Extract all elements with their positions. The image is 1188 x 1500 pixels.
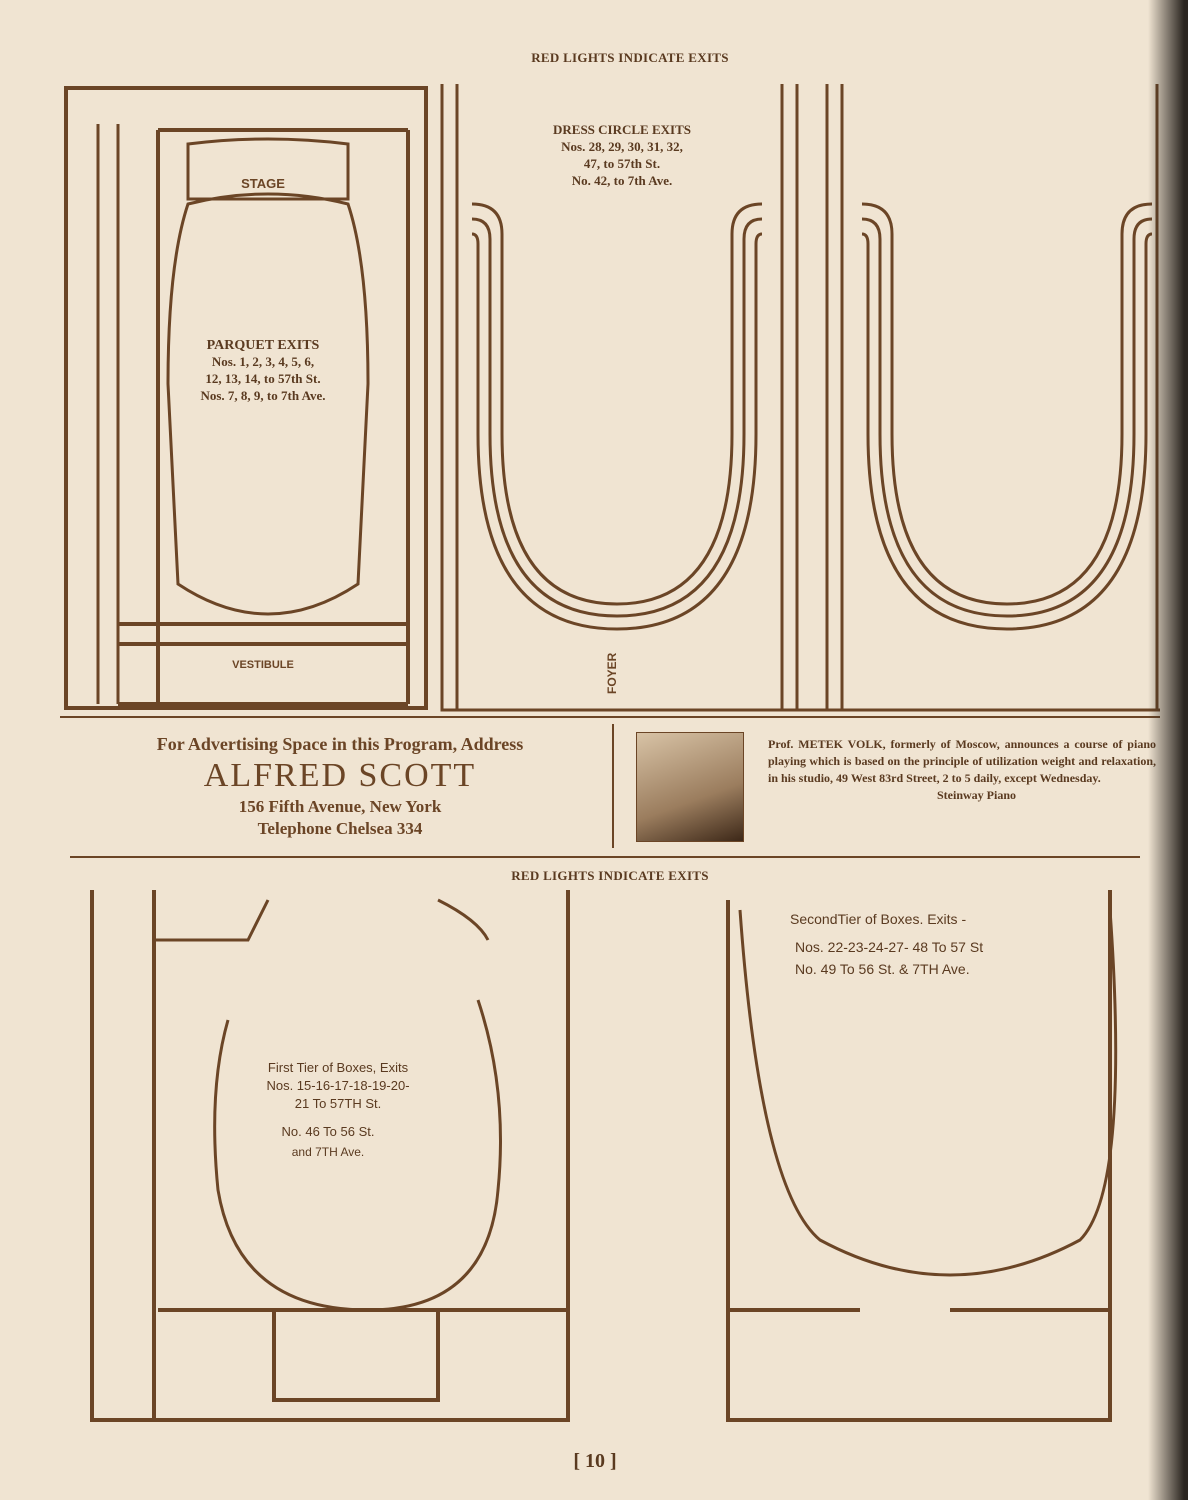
parquet-exits-line1: Nos. 1, 2, 3, 4, 5, 6,: [212, 354, 314, 369]
portrait-photo: [636, 732, 744, 842]
second-tier-plan: SecondTier of Boxes. Exits - Nos. 22-23-…: [700, 890, 1160, 1430]
divider-vertical: [612, 724, 614, 848]
first-tier-line4: and 7TH Ave.: [292, 1145, 365, 1159]
dress-circle-line1: Nos. 28, 29, 30, 31, 32,: [561, 139, 683, 154]
divider-top: [60, 716, 1160, 718]
second-tier-line1: Nos. 22-23-24-27- 48 To 57 St: [795, 939, 983, 955]
dress-circle-plan: DRESS CIRCLE EXITS Nos. 28, 29, 30, 31, …: [432, 84, 1160, 714]
first-tier-title: First Tier of Boxes, Exits: [268, 1060, 409, 1075]
torn-page-edge: [1148, 0, 1188, 1500]
second-tier-drawing: SecondTier of Boxes. Exits - Nos. 22-23-…: [726, 890, 1118, 1422]
ad-heading: For Advertising Space in this Program, A…: [156, 734, 524, 754]
first-tier-line1: Nos. 15-16-17-18-19-20-: [266, 1078, 409, 1093]
piano-notice-sponsor: Steinway Piano: [936, 788, 1016, 802]
piano-lessons-notice: Prof. METEK VOLK, formerly of Moscow, an…: [768, 736, 1156, 804]
ad-address: 156 Fifth Avenue, New York: [238, 797, 442, 816]
vestibule-label: VESTIBULE: [232, 659, 294, 671]
header-exits-top: RED LIGHTS INDICATE EXITS: [531, 50, 729, 65]
stage-label: STAGE: [241, 176, 285, 191]
first-tier-drawing: First Tier of Boxes, Exits Nos. 15-16-17…: [90, 890, 570, 1422]
parquet-exits-line3: Nos. 7, 8, 9, to 7th Ave.: [200, 388, 325, 403]
parquet-exits-title: PARQUET EXITS: [207, 338, 320, 353]
ad-name: ALFRED SCOTT: [203, 757, 477, 794]
second-tier-title: SecondTier of Boxes. Exits -: [790, 911, 966, 927]
piano-notice-text: Prof. METEK VOLK, formerly of Moscow, an…: [768, 737, 1156, 785]
foyer-label: FOYER: [605, 652, 619, 694]
first-tier-plan: First Tier of Boxes, Exits Nos. 15-16-17…: [68, 890, 578, 1430]
divider-bottom: [70, 856, 1140, 858]
ad-phone: Telephone Chelsea 334: [257, 819, 423, 838]
advertising-notice: For Advertising Space in this Program, A…: [70, 728, 610, 848]
dress-circle-line2: 47, to 57th St.: [584, 156, 660, 171]
page-number: [ 10 ]: [573, 1450, 617, 1472]
first-tier-line3: No. 46 To 56 St.: [282, 1124, 375, 1139]
header-exits-bottom: RED LIGHTS INDICATE EXITS: [511, 868, 709, 883]
dress-circle-drawing: DRESS CIRCLE EXITS Nos. 28, 29, 30, 31, …: [440, 84, 1160, 712]
second-tier-line2: No. 49 To 56 St. & 7TH Ave.: [795, 961, 970, 977]
parquet-plan-drawing: STAGE VESTIBULE PARQUET EXITS Nos. 1, 2,…: [64, 86, 428, 710]
parquet-floor-plan: STAGE VESTIBULE PARQUET EXITS Nos. 1, 2,…: [58, 84, 430, 714]
parquet-exits-line2: 12, 13, 14, to 57th St.: [205, 371, 320, 386]
dress-circle-title: DRESS CIRCLE EXITS: [553, 122, 691, 137]
dress-circle-line3: No. 42, to 7th Ave.: [572, 173, 673, 188]
first-tier-line2: 21 To 57TH St.: [295, 1096, 381, 1111]
